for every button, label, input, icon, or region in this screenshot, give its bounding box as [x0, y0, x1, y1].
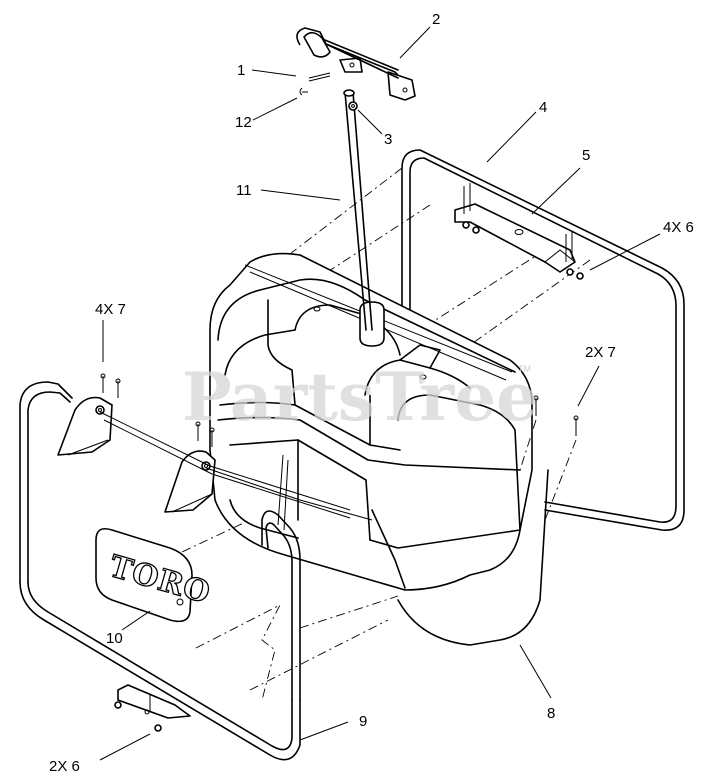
- callout-labels: 1 2 3 4 5 4X 6 4X 7 2X 7 8 9 10 11 12 2X…: [49, 11, 694, 775]
- front-frame[interactable]: [19, 381, 301, 761]
- callout-8: 8: [547, 705, 555, 722]
- callout-4: 4: [539, 99, 547, 116]
- callout-1: 1: [237, 62, 245, 79]
- bottom-bracket[interactable]: [114, 684, 191, 732]
- callout-2x6: 2X 6: [49, 758, 80, 775]
- bracket-bolt: [463, 183, 573, 262]
- callout-10: 10: [106, 630, 123, 647]
- rear-dash-lines: [519, 419, 577, 521]
- fuel-tank[interactable]: [209, 252, 549, 646]
- bracket-nut: [462, 221, 584, 280]
- toro-logo: TORO: [95, 527, 215, 623]
- callout-3: 3: [384, 131, 392, 148]
- front-bracket-right[interactable]: [164, 450, 216, 513]
- leader-lines: [99, 26, 661, 761]
- lever-assembly[interactable]: [296, 27, 416, 101]
- front-mount-rails: [99, 411, 373, 521]
- watermark-text: PartsTree: [182, 358, 538, 436]
- front-bolt: [100, 373, 579, 447]
- rear-frame[interactable]: [229, 149, 685, 531]
- front-panel-dashes: [164, 519, 399, 701]
- callout-4x6: 4X 6: [663, 219, 694, 236]
- callout-9: 9: [359, 713, 367, 730]
- callout-2x7: 2X 7: [585, 344, 616, 361]
- callout-12: 12: [235, 114, 252, 131]
- front-bracket-left[interactable]: [57, 396, 113, 456]
- gauge-rod[interactable]: [343, 89, 373, 331]
- watermark: PartsTree TM: [182, 358, 538, 436]
- hardware-clip: [299, 87, 308, 96]
- callout-5: 5: [582, 147, 590, 164]
- hardware-pin: [308, 72, 331, 82]
- watermark-trademark: TM: [518, 364, 531, 374]
- callout-11: 11: [236, 182, 252, 199]
- rear-bracket[interactable]: [454, 183, 584, 280]
- callout-2: 2: [432, 11, 440, 28]
- hardware-washer: [348, 101, 358, 111]
- callout-4x7: 4X 7: [95, 301, 126, 318]
